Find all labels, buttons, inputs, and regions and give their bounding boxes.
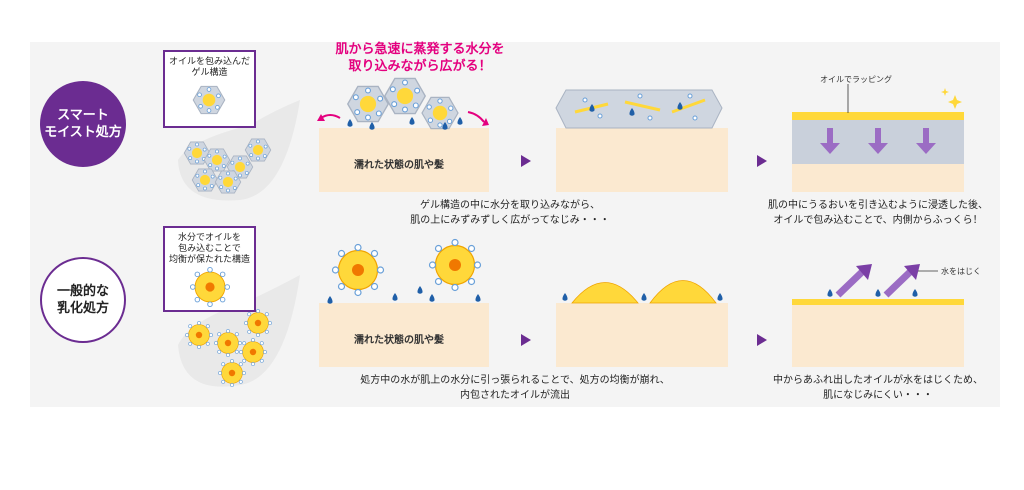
oil-wrapping-label: オイルでラッピング (820, 75, 892, 84)
smart-step2-gel (555, 89, 723, 129)
smart-callout-text: オイルを包み込んだ ゲル構造 (168, 57, 250, 78)
caption-general-2: 中からあふれ出したオイルが水をはじくため、 肌になじみにくい・・・ (773, 375, 983, 401)
smart-step1-hexes (347, 77, 463, 130)
skin-block-smart-1: 濡れた状態の肌や髪 (319, 128, 489, 192)
general-step1-micelles (327, 238, 482, 304)
smart-moist-label: スマート モイスト処方 (40, 81, 126, 167)
skin-block-general-2 (556, 303, 728, 367)
general-callout-text: 水分でオイルを 包み込むことで 均衡が保たれた構造 (168, 233, 250, 265)
general-emulsion-label: 一般的な 乳化処方 (40, 257, 126, 343)
water-repel-label: 水をはじく (941, 267, 981, 276)
skin-label-smart: 濡れた状態の肌や髪 (354, 160, 444, 171)
headline: 肌から急速に蒸発する水分を 取り込みながら広がる！ (335, 42, 505, 74)
step-arrow-smart-2 (757, 155, 767, 167)
skin-block-general-1: 濡れた状態の肌や髪 (319, 303, 489, 367)
smart-callout-hex (192, 85, 226, 115)
skin-block-general-3 (792, 303, 964, 367)
general-step2-domes (562, 280, 723, 304)
spread-arrow-left (320, 114, 341, 119)
caption-smart-1: ゲル構造の中に水分を取り込みながら、 肌の上にみずみずしく広がってなじみ・・・ (410, 200, 610, 226)
step-arrow-general-2 (757, 334, 767, 346)
general-step3-repel (792, 264, 964, 305)
step-arrow-general-1 (521, 334, 531, 346)
smart-hex-cluster (183, 138, 272, 194)
general-callout-micelle (189, 266, 231, 308)
caption-smart-2: 肌の中にうるおいを引き込むように浸透した後、 オイルで包み込むことで、内側からふ… (768, 200, 988, 226)
spread-arrow-left-head (317, 114, 325, 121)
general-micelle-cluster (184, 308, 273, 388)
step-arrow-smart-1 (521, 155, 531, 167)
spread-arrow-right (467, 111, 485, 123)
spread-arrow-right-head (482, 118, 489, 126)
smart-step3-layers (792, 84, 964, 164)
caption-general-1: 処方中の水が肌上の水分に引っ張られることで、処方の均衡が崩れ、 内包されたオイル… (360, 375, 670, 401)
general-cone (178, 275, 300, 387)
skin-block-smart-2 (556, 128, 728, 192)
skin-label-general: 濡れた状態の肌や髪 (354, 335, 444, 346)
